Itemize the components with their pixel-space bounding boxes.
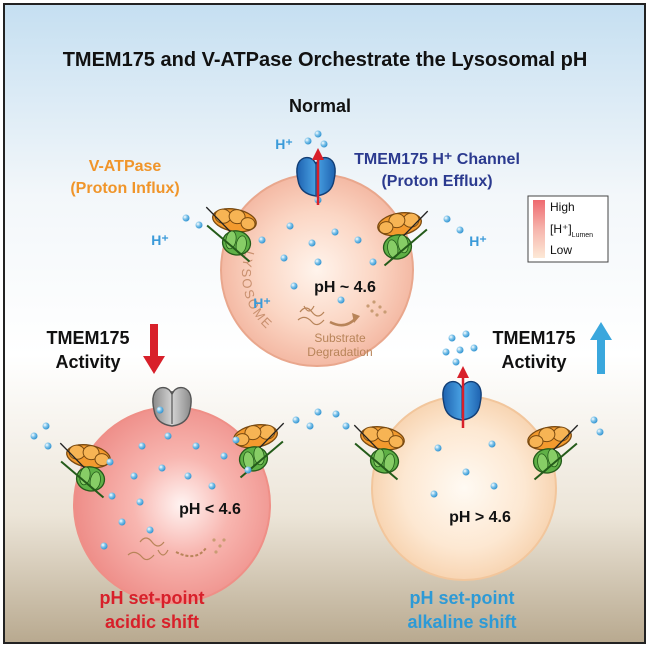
activity-up-arrow-icon [590, 322, 612, 374]
right-activity-label: TMEM175 [492, 328, 575, 348]
tmem175-inactive-channel-icon [152, 386, 192, 427]
left-activity-label: TMEM175 [46, 328, 129, 348]
acidic-degradation-dots-icon [212, 538, 226, 554]
vatpase-label: V-ATPase [89, 158, 162, 175]
vatpase-sublabel: (Proton Influx) [70, 180, 179, 197]
figure-title: TMEM175 and V-ATPase Orchestrate the Lys… [63, 49, 588, 71]
proton-label-inside: H⁺ [253, 295, 271, 311]
acidic-caption-2: acidic shift [105, 612, 199, 632]
normal-heading: Normal [289, 96, 351, 116]
alkaline-ph-label: pH > 4.6 [449, 509, 511, 526]
degradation-dots-icon [366, 300, 387, 317]
alkaline-caption-2: alkaline shift [407, 612, 516, 632]
proton-dots-outside-normal [182, 214, 464, 234]
proton-dots-alkaline [332, 410, 604, 498]
legend-gradient-bar [533, 200, 545, 258]
normal-lysosome: LYSOSOME pH ~ 4.6 Substrate Degradation … [151, 130, 487, 367]
proton-label-left: H⁺ [151, 232, 169, 248]
proton-concentration-legend: High [H⁺]Lumen Low [527, 195, 609, 263]
acidic-ph-label: pH < 4.6 [179, 501, 241, 518]
activity-down-arrow-icon [143, 324, 165, 374]
acidic-substrate-icon [127, 537, 169, 561]
proton-dots-acidic [30, 406, 322, 550]
degradation-label: Substrate [314, 331, 366, 345]
tmem175-channel-icon [296, 156, 336, 197]
proton-label-right: H⁺ [469, 233, 487, 249]
channel-sublabel: (Proton Efflux) [381, 173, 492, 190]
normal-ph-label: pH ~ 4.6 [314, 279, 376, 296]
left-activity-label-2: Activity [55, 352, 120, 372]
proton-dots-efflux [304, 130, 328, 148]
degradation-label-2: Degradation [307, 345, 372, 359]
acidic-caption: pH set-point [100, 588, 205, 608]
alkaline-caption: pH set-point [410, 588, 515, 608]
legend-high: High [550, 200, 575, 214]
acidic-degradation-arrow-icon [175, 547, 207, 558]
proton-dots-alkaline-efflux [442, 330, 478, 366]
legend-low: Low [550, 243, 572, 257]
proton-label-efflux: H⁺ [275, 136, 293, 152]
substrate-squiggle-icon [297, 305, 325, 326]
right-activity-label-2: Activity [501, 352, 566, 372]
channel-label: TMEM175 H⁺ Channel [354, 151, 520, 168]
legend-mid: [H⁺]Lumen [550, 222, 593, 239]
